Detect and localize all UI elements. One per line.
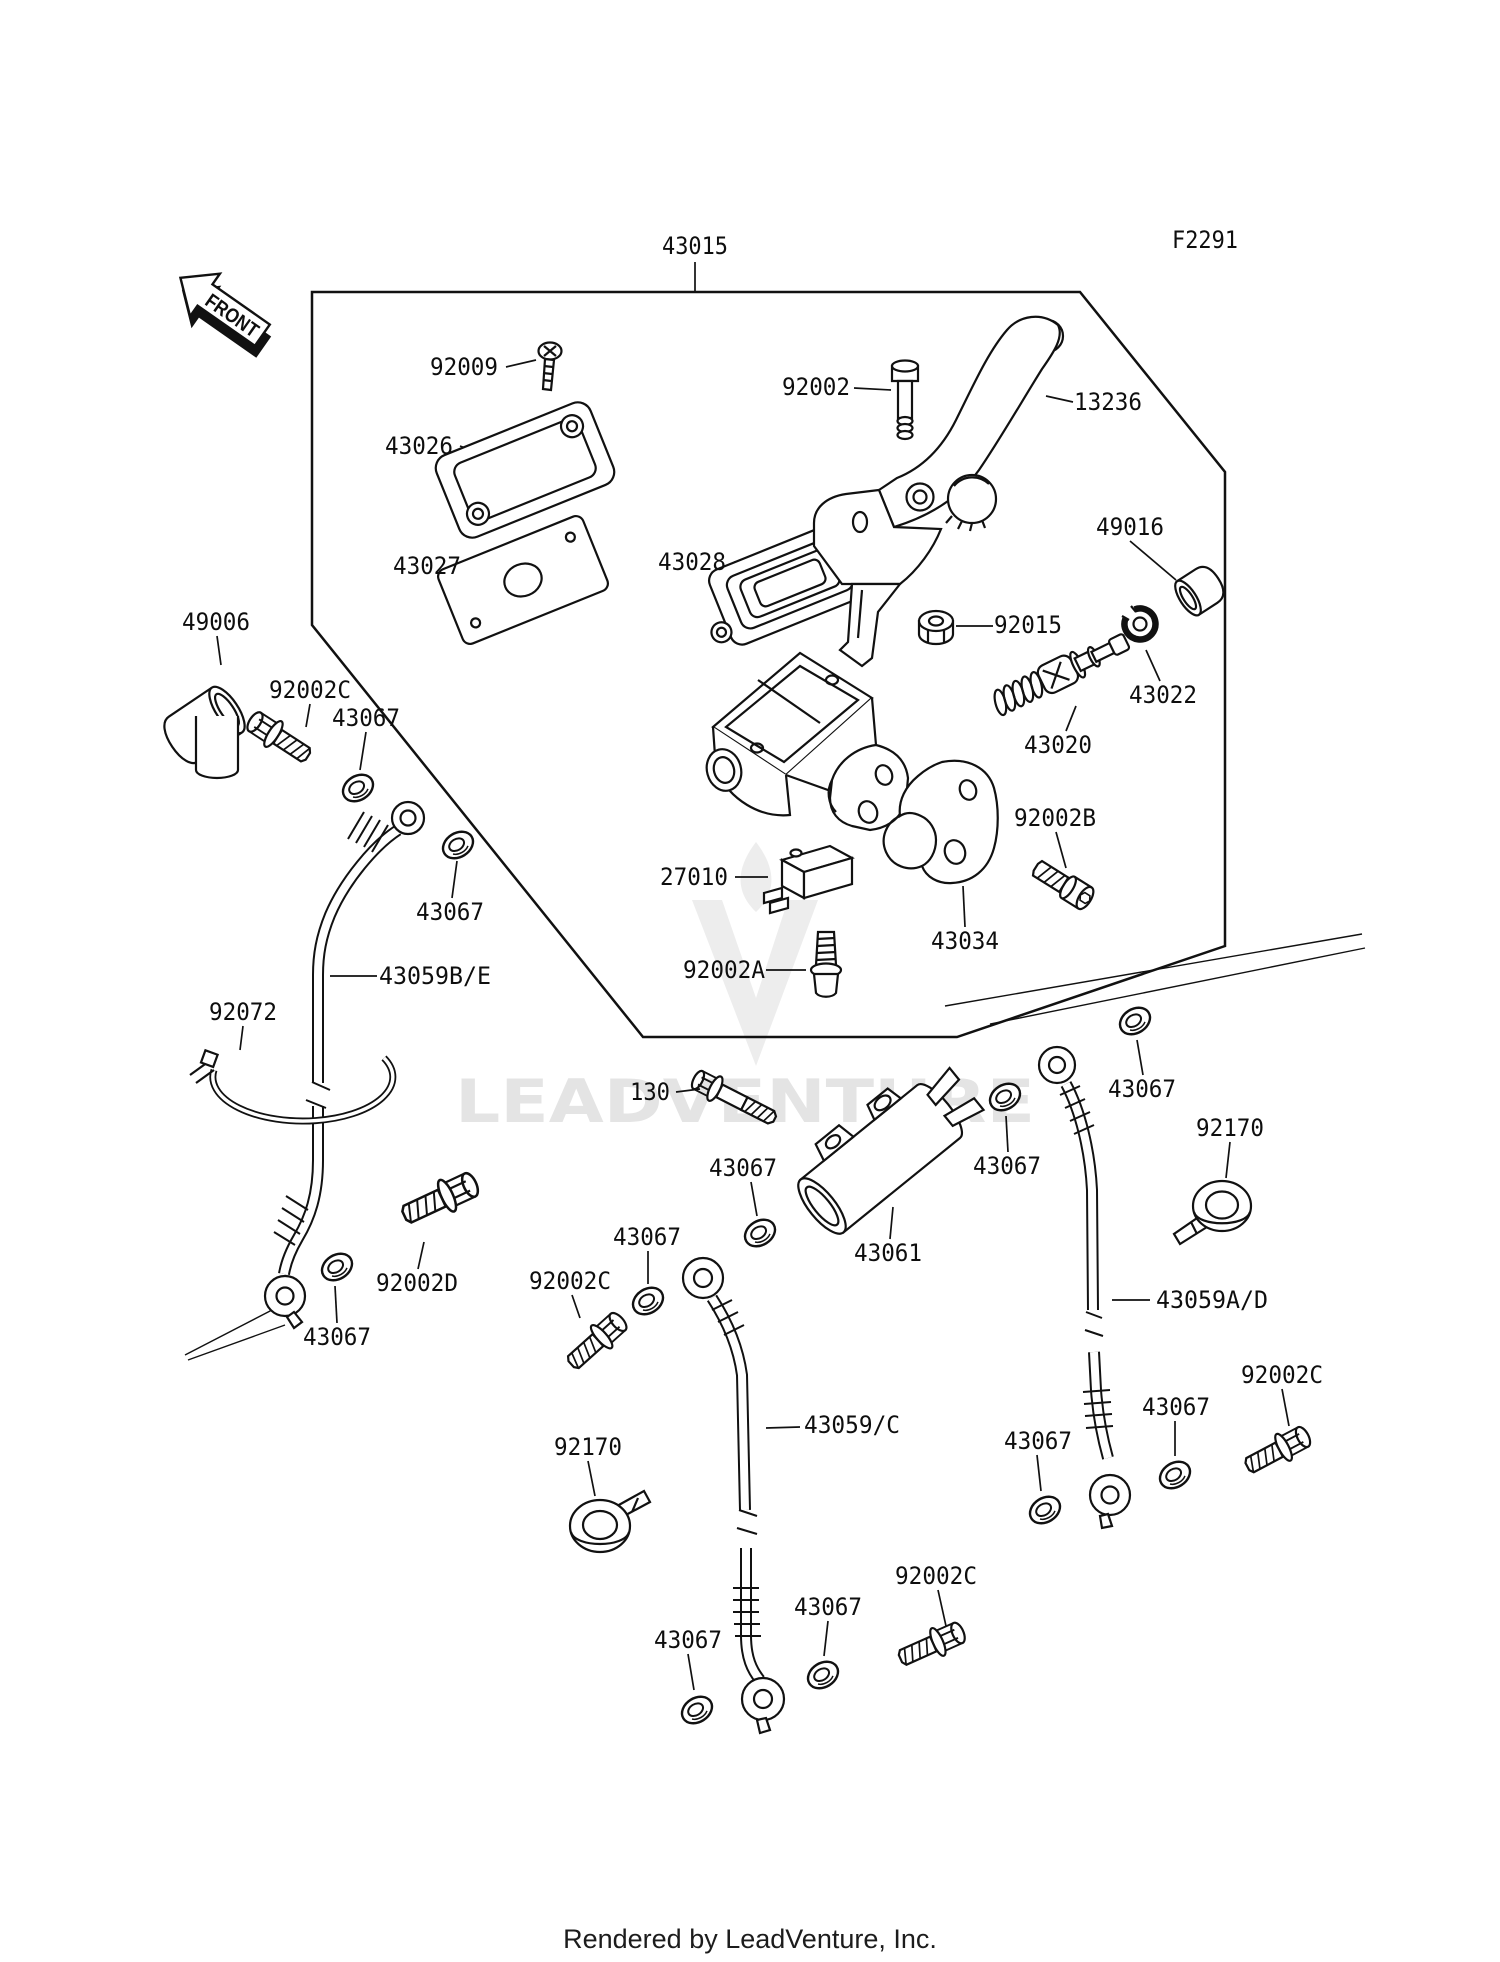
part-label-27010: 27010 [660,863,728,891]
part-label-92170-left: 92170 [554,1433,622,1461]
part-92002-drawing [890,359,920,441]
part-92170-banjo-left [568,1489,652,1554]
part-43067-washer-8 [1153,1455,1197,1495]
part-label-130: 130 [630,1078,670,1106]
part-label-92002c-1: 92002C [269,676,351,704]
part-92002a-drawing [809,930,843,998]
part-92002c-bolt-3 [1239,1420,1316,1481]
part-label-43022: 43022 [1129,681,1197,709]
part-label-92002c-2: 92002C [529,1267,611,1295]
part-label-43067-9: 43067 [1004,1427,1072,1455]
part-label-43067-10: 43067 [794,1593,862,1621]
part-label-92072: 92072 [209,998,277,1026]
part-92170-banjo-right [1172,1179,1253,1246]
part-label-92002b: 92002B [1014,804,1096,832]
part-label-92002d: 92002D [376,1269,458,1297]
diagram-box [310,290,1227,1039]
part-label-43067-11: 43067 [654,1626,722,1654]
part-label-43067-6: 43067 [613,1223,681,1251]
footer-text: Rendered by LeadVenture, Inc. [563,1924,937,1954]
part-label-49016: 49016 [1096,513,1164,541]
part-92015-drawing [917,609,955,646]
part-43067-washer-10 [801,1655,845,1695]
part-43022-drawing [1121,605,1159,643]
leader-lines [184,262,1366,1691]
front-arrow: FRONT [178,272,272,358]
part-label-92002c-3: 92002C [1241,1361,1323,1389]
part-label-43067-4: 43067 [1108,1075,1176,1103]
part-label-43059ad: 43059A/D [1156,1286,1268,1314]
part-label-43059be: 43059B/E [379,962,491,990]
part-92072-band [189,1048,397,1125]
part-label-43067-7: 43067 [973,1152,1041,1180]
part-label-92002: 92002 [782,373,850,401]
part-43026-drawing [434,401,616,539]
part-label-43028: 43028 [658,548,726,576]
part-27010-drawing [762,844,855,915]
part-label-43034: 43034 [931,927,999,955]
part-label-92002c-4: 92002C [895,1562,977,1590]
part-43067-washer-1 [336,768,380,808]
part-label-92170-right: 92170 [1196,1114,1264,1142]
part-49016-drawing [1174,565,1225,617]
part-43034-drawing [882,759,999,885]
part-43067-washer-11 [675,1690,719,1730]
part-43067-washer-5 [738,1213,782,1253]
part-92002c-bolt-2 [560,1306,634,1377]
part-label-43027: 43027 [393,552,461,580]
part-label-43067-1: 43067 [332,704,400,732]
part-43020-drawing [993,633,1131,717]
figure-code-label: F2291 [1172,226,1238,254]
part-label-13236: 13236 [1074,388,1142,416]
part-label-92015: 92015 [994,611,1062,639]
master-cylinder-body-drawing [705,651,910,832]
part-label-43067-2: 43067 [416,898,484,926]
part-label-43067-8: 43067 [1142,1393,1210,1421]
part-43059ad-hose [1037,1045,1132,1530]
part-label-43015: 43015 [662,232,728,260]
part-43059c-hose [681,1256,786,1735]
part-92002b-drawing [1028,855,1098,913]
part-label-43067-3: 43067 [303,1323,371,1351]
part-92002d-bolt [395,1165,485,1233]
part-43067-washer-6 [626,1281,670,1321]
part-label-92009: 92009 [430,353,498,381]
part-92002c-bolt-1 [241,705,318,770]
part-label-92002a: 92002A [683,956,766,984]
part-49006-drawing [163,685,246,780]
part-label-43061: 43061 [854,1239,922,1267]
part-43067-washer-2 [436,825,480,865]
part-43061-drawing [797,1066,986,1235]
part-label-43059c: 43059/C [804,1411,900,1439]
part-label-43026: 43026 [385,432,453,460]
part-92009-drawing [537,341,563,392]
part-43027-drawing [437,515,609,645]
part-43059be-hose [263,800,426,1330]
part-label-43020: 43020 [1024,731,1092,759]
part-label-49006: 49006 [182,608,250,636]
part-13236-drawing [812,315,1065,668]
part-43067-washer-4 [1113,1001,1157,1041]
part-43067-washer-9 [1023,1490,1067,1530]
part-92002c-bolt-4 [893,1615,971,1674]
part-label-43067-5: 43067 [709,1154,777,1182]
part-43067-washer-3 [315,1247,359,1287]
